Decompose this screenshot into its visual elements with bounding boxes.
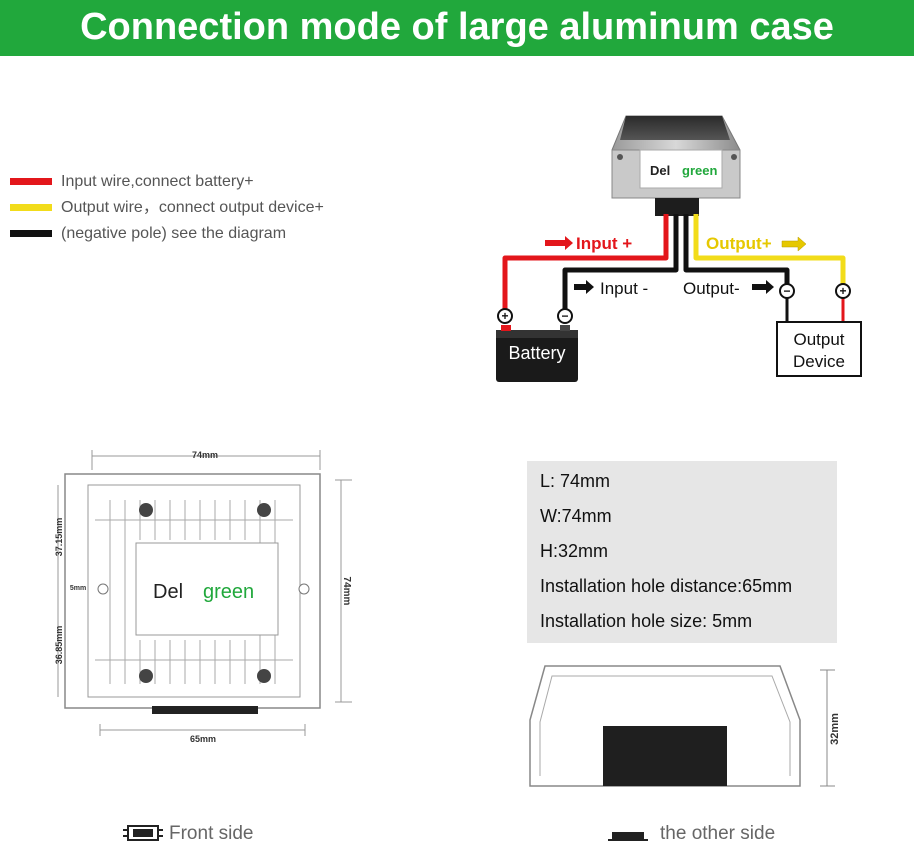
case-brand-prefix: Del xyxy=(650,163,670,178)
input-arrow-icon xyxy=(545,236,573,250)
wires xyxy=(502,214,846,322)
output-positive-wire xyxy=(693,214,846,290)
spec-length: L: 74mm xyxy=(540,471,611,491)
dim-left-lower: 36.85mm xyxy=(54,626,64,665)
yellow-wire-swatch xyxy=(10,204,52,211)
output-plus-label: Output+ xyxy=(706,234,772,253)
spec-hole-size: Installation hole size: 5mm xyxy=(540,611,753,631)
side-drawing: 32mm xyxy=(529,665,841,787)
output-device-line1: Output xyxy=(793,330,844,349)
output-arrow-icon xyxy=(781,236,807,252)
output-device: Output Device xyxy=(776,321,862,377)
front-brand-suffix: green xyxy=(203,581,254,603)
black-wire-swatch xyxy=(10,230,52,237)
output-minus-arrow-icon xyxy=(752,280,774,294)
input-negative-wire xyxy=(562,214,679,315)
spec-hole-distance: Installation hole distance:65mm xyxy=(540,576,793,596)
dim-height-right: 74mm xyxy=(341,577,352,606)
legend-label-black: (negative pole) see the diagram xyxy=(61,225,287,242)
front-side-icon xyxy=(123,825,163,841)
input-positive-wire xyxy=(502,214,669,315)
dim-bottom: 65mm xyxy=(190,734,216,744)
specifications-box: L: 74mm W:74mm H:32mm Installation hole … xyxy=(527,461,837,643)
terminal-symbols: + − − + xyxy=(497,283,851,324)
converter-case: Del green xyxy=(611,115,741,216)
battery-label: Battery xyxy=(508,343,565,363)
spec-height: H:32mm xyxy=(540,541,609,561)
other-side-icon xyxy=(608,832,648,841)
output-negative-wire xyxy=(683,214,790,290)
front-drawing xyxy=(57,450,352,736)
other-side-caption: the other side xyxy=(660,823,776,844)
battery-minus-symbol: − xyxy=(561,309,568,323)
side-dim-height: 32mm xyxy=(829,713,841,745)
dim-left-upper: 37.15mm xyxy=(54,518,64,557)
legend-label-yellow: Output wire，connect output device+ xyxy=(61,199,324,216)
front-side-caption: Front side xyxy=(169,823,254,844)
device-plus-symbol: + xyxy=(839,284,846,298)
battery: Battery xyxy=(496,325,578,382)
output-minus-label: Output- xyxy=(683,279,740,298)
legend-label-red: Input wire,connect battery+ xyxy=(61,173,254,190)
output-device-line2: Device xyxy=(793,352,845,371)
input-minus-arrow-icon xyxy=(574,280,594,294)
case-brand-suffix: green xyxy=(682,163,717,178)
spec-width: W:74mm xyxy=(540,506,612,526)
heatsink-fins xyxy=(95,500,293,684)
device-minus-symbol: − xyxy=(783,284,790,298)
battery-plus-symbol: + xyxy=(501,309,508,323)
dim-width-top: 74mm xyxy=(192,450,218,460)
front-brand-prefix: Del xyxy=(153,581,183,603)
input-minus-label: Input - xyxy=(600,279,648,298)
input-plus-label: Input + xyxy=(576,234,632,253)
page-title: Connection mode of large aluminum case xyxy=(80,6,834,48)
dim-left-mid: 5mm xyxy=(70,585,86,592)
red-wire-swatch xyxy=(10,178,52,185)
title-banner: Connection mode of large aluminum case xyxy=(0,0,914,56)
wire-labels: Input + Output+ Input - Output- xyxy=(545,234,807,298)
